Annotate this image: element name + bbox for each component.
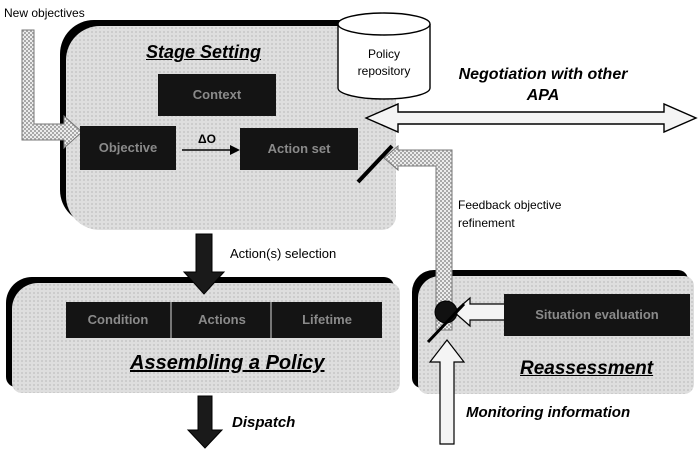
reassessment-slash bbox=[426, 302, 466, 344]
delta-o-arrow-head bbox=[230, 145, 240, 155]
assembling-policy-panel bbox=[12, 283, 400, 393]
monitoring-arrow bbox=[428, 339, 466, 445]
reassessment-title: Reassessment bbox=[520, 358, 654, 379]
new-objectives-arrow bbox=[21, 29, 83, 150]
action-selection-arrow bbox=[182, 233, 226, 295]
stage-context-box: Context bbox=[158, 74, 276, 116]
assembling-policy-title: Assembling a Policy bbox=[130, 352, 325, 374]
negotiation-double-arrow bbox=[364, 102, 698, 134]
evaluation-arrow bbox=[453, 296, 509, 328]
feedback-slash bbox=[356, 144, 394, 184]
policy-actions-box: Actions bbox=[170, 302, 272, 338]
stage-action-set-box: Action set bbox=[240, 128, 358, 170]
action-selection-label: Action(s) selection bbox=[230, 246, 337, 261]
monitoring-label: Monitoring information bbox=[466, 404, 631, 421]
stage-objective-box: Objective bbox=[80, 126, 176, 170]
dispatch-label: Dispatch bbox=[232, 414, 296, 431]
negotiation-label: Negotiation with other APA bbox=[458, 66, 628, 104]
new-objectives-label: New objectives bbox=[4, 6, 85, 20]
dispatch-arrow bbox=[186, 395, 224, 449]
stage-setting-title: Stage Setting bbox=[146, 42, 262, 62]
feedback-label: Feedback objective refinement bbox=[458, 198, 562, 230]
policy-lifetime-box: Lifetime bbox=[270, 302, 382, 338]
policy-condition-box: Condition bbox=[66, 302, 170, 338]
reassessment-node bbox=[434, 300, 458, 324]
delta-o-label: ΔO bbox=[198, 132, 216, 146]
policy-repository-label: Policy repository bbox=[357, 47, 411, 78]
situation-evaluation-box: Situation evaluation bbox=[504, 294, 690, 336]
policy-repository-cylinder bbox=[337, 12, 431, 100]
